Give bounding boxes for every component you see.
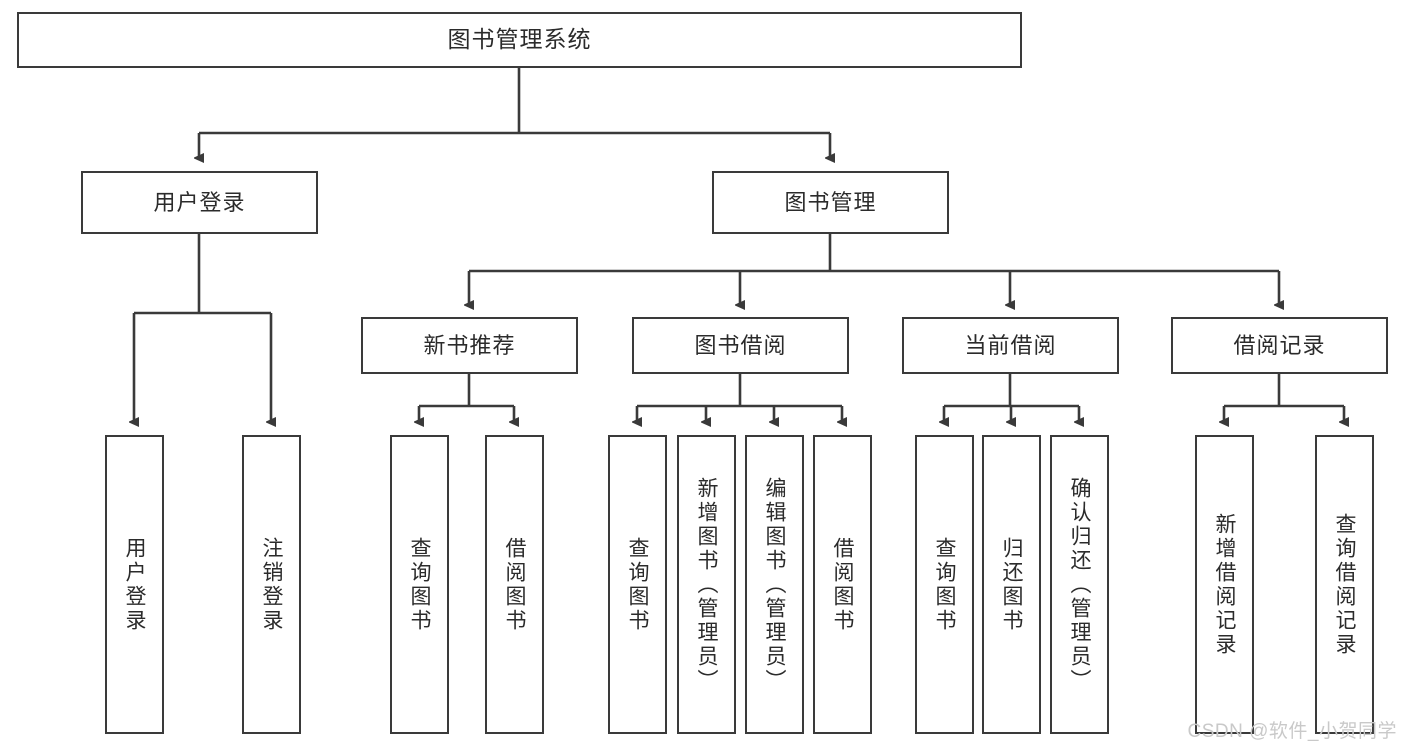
leaf-current-borrow-confirm[interactable]: 确认归还（管理员）: [1050, 435, 1109, 734]
leaf-book-borrow-edit[interactable]: 编辑图书（管理员）: [745, 435, 804, 734]
leaf-current-borrow-return[interactable]: 归还图书: [982, 435, 1041, 734]
leaf-book-borrow-query[interactable]: 查询图书: [608, 435, 667, 734]
node-label: 用户登录: [123, 536, 147, 633]
leaf-new-book-borrow[interactable]: 借阅图书: [485, 435, 544, 734]
node-label: 借阅图书: [831, 536, 855, 633]
node-label: 借阅记录: [1233, 332, 1326, 358]
node-label: 确认归还（管理员）: [1068, 476, 1092, 693]
node-user-login[interactable]: 用户登录: [81, 171, 318, 234]
node-label: 新书推荐: [423, 332, 516, 358]
leaf-new-book-query[interactable]: 查询图书: [390, 435, 449, 734]
node-borrow-record[interactable]: 借阅记录: [1171, 317, 1388, 374]
leaf-book-borrow-add[interactable]: 新增图书（管理员）: [677, 435, 736, 734]
node-root-system[interactable]: 图书管理系统: [17, 12, 1022, 68]
node-label: 注销登录: [260, 536, 284, 633]
node-label: 用户登录: [153, 189, 246, 215]
node-label: 查询图书: [933, 536, 957, 633]
leaf-user-login-logout[interactable]: 注销登录: [242, 435, 301, 734]
node-label: 查询图书: [408, 536, 432, 633]
watermark-text: CSDN @软件_小贺同学: [1187, 721, 1397, 742]
node-book-borrow[interactable]: 图书借阅: [632, 317, 849, 374]
node-label: 图书管理系统: [447, 26, 592, 53]
node-label: 归还图书: [1000, 536, 1024, 633]
leaf-book-borrow-borrow[interactable]: 借阅图书: [813, 435, 872, 734]
leaf-borrow-record-query[interactable]: 查询借阅记录: [1315, 435, 1374, 734]
node-label: 编辑图书（管理员）: [763, 476, 787, 693]
node-label: 新增图书（管理员）: [695, 476, 719, 693]
node-label: 查询借阅记录: [1333, 512, 1357, 657]
node-label: 图书管理: [784, 189, 877, 215]
node-book-management[interactable]: 图书管理: [712, 171, 949, 234]
leaf-current-borrow-query[interactable]: 查询图书: [915, 435, 974, 734]
node-new-book-recommend[interactable]: 新书推荐: [361, 317, 578, 374]
node-current-borrow[interactable]: 当前借阅: [902, 317, 1119, 374]
leaf-borrow-record-add[interactable]: 新增借阅记录: [1195, 435, 1254, 734]
node-label: 当前借阅: [964, 332, 1057, 358]
node-label: 查询图书: [626, 536, 650, 633]
node-label: 新增借阅记录: [1213, 512, 1237, 657]
node-label: 借阅图书: [503, 536, 527, 633]
leaf-user-login-login[interactable]: 用户登录: [105, 435, 164, 734]
node-label: 图书借阅: [694, 332, 787, 358]
